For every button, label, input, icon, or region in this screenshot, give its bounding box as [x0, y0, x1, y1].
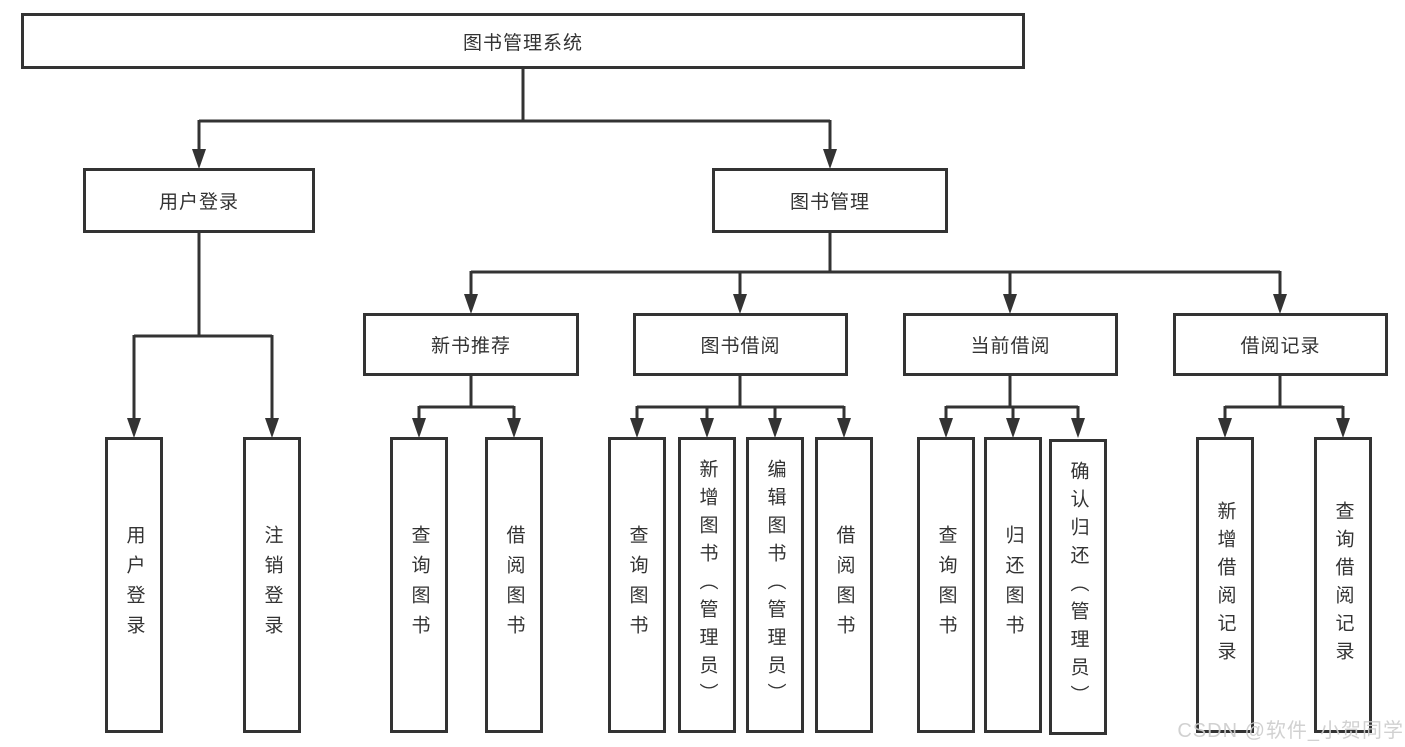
- leaf-borrow-books-1-label: 借阅图书: [503, 525, 525, 645]
- leaf-confirm-return-admin: 确认归还（管理员）: [1049, 439, 1107, 735]
- leaf-borrow-books-1: 借阅图书: [485, 437, 543, 733]
- leaf-add-borrow-record: 新增借阅记录: [1196, 437, 1254, 733]
- node-borrow-records: 借阅记录: [1173, 313, 1388, 376]
- leaf-query-books-1: 查询图书: [390, 437, 448, 733]
- leaf-borrow-books-2: 借阅图书: [815, 437, 873, 733]
- node-current-borrow: 当前借阅: [903, 313, 1118, 376]
- node-root-system: 图书管理系统: [21, 13, 1025, 69]
- leaf-query-borrow-record: 查询借阅记录: [1314, 437, 1372, 733]
- leaf-return-books: 归还图书: [984, 437, 1042, 733]
- leaf-logout: 注销登录: [243, 437, 301, 733]
- leaf-query-borrow-record-label: 查询借阅记录: [1332, 501, 1354, 669]
- node-new-book-recommend: 新书推荐: [363, 313, 579, 376]
- node-book-borrow: 图书借阅: [633, 313, 848, 376]
- leaf-borrow-books-2-label: 借阅图书: [833, 525, 855, 645]
- leaf-add-books-admin: 新增图书（管理员）: [678, 437, 736, 733]
- leaf-confirm-return-admin-label: 确认归还（管理员）: [1067, 461, 1089, 713]
- leaf-user-login-label: 用户登录: [123, 525, 145, 645]
- leaf-query-books-3-label: 查询图书: [935, 525, 957, 645]
- leaf-logout-label: 注销登录: [261, 525, 283, 645]
- arrowheads: [127, 149, 1350, 438]
- leaf-edit-books-admin: 编辑图书（管理员）: [746, 437, 804, 733]
- leaf-query-books-3: 查询图书: [917, 437, 975, 733]
- node-user-login-branch: 用户登录: [83, 168, 315, 233]
- csdn-watermark: CSDN @软件_小贺同学: [1177, 720, 1404, 742]
- leaf-user-login: 用户登录: [105, 437, 163, 733]
- leaf-return-books-label: 归还图书: [1002, 525, 1024, 645]
- leaf-query-books-2-label: 查询图书: [626, 525, 648, 645]
- leaf-edit-books-admin-label: 编辑图书（管理员）: [764, 459, 786, 711]
- leaf-query-books-1-label: 查询图书: [408, 525, 430, 645]
- leaf-add-borrow-record-label: 新增借阅记录: [1214, 501, 1236, 669]
- leaf-query-books-2: 查询图书: [608, 437, 666, 733]
- leaf-add-books-admin-label: 新增图书（管理员）: [696, 459, 718, 711]
- node-book-management-branch: 图书管理: [712, 168, 948, 233]
